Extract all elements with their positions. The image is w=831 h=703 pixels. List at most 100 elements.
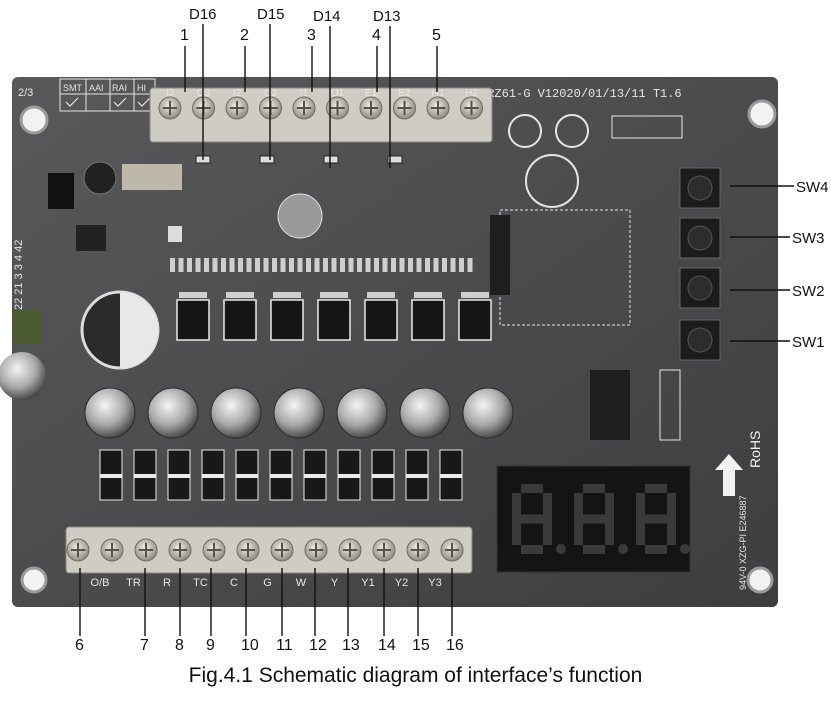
- bottom-terminal-label: W: [296, 577, 307, 589]
- seven-segment-display: [496, 465, 691, 573]
- label-bottom-7: 7: [140, 637, 149, 654]
- electrolytic-capacitor: [462, 387, 514, 439]
- optocoupler: [223, 299, 257, 341]
- top-terminal-label: I3: [166, 88, 175, 99]
- label-bottom-11: 11: [276, 637, 293, 654]
- seven-segment-digit: [574, 484, 628, 554]
- top-terminal-label: H1: [432, 88, 445, 99]
- label-bottom-13: 13: [342, 637, 360, 654]
- bottom-terminal-screw: [372, 538, 396, 562]
- rohs-mark: RoHS 94V-0 XZG-PI E246887: [715, 431, 763, 590]
- top-terminal-screw: [225, 96, 249, 120]
- mounting-holes: [19, 99, 777, 594]
- bottom-terminal-label: TC: [193, 577, 208, 589]
- label-top-4: 4: [372, 27, 381, 44]
- top-terminal-screw: [460, 96, 483, 120]
- figure-caption: Fig.4.1 Schematic diagram of interface’s…: [188, 664, 643, 687]
- bottom-terminal-label: G: [263, 577, 272, 589]
- bottom-terminal-screw: [270, 538, 294, 562]
- optocoupler: [411, 299, 445, 341]
- led-marker: [387, 155, 403, 164]
- optocoupler: [364, 299, 398, 341]
- bottom-terminal-label: C: [230, 577, 238, 589]
- seven-segment-digit: [636, 484, 690, 554]
- label-bottom-12: 12: [309, 637, 327, 654]
- right-components: [490, 209, 681, 441]
- electrolytic-capacitor: [336, 387, 388, 439]
- top-terminal-label: O1: [331, 88, 345, 99]
- diode-row: [99, 449, 463, 501]
- bottom-terminal-label: Y3: [428, 577, 441, 589]
- top-terminal-screw: [292, 96, 316, 120]
- top-terminal-label: I2: [233, 88, 242, 99]
- bottom-terminal-screw: [338, 538, 362, 562]
- led-marker: [259, 155, 275, 164]
- bottom-terminal-label: Y1: [361, 577, 374, 589]
- model-text: GRZ61-G V12020/01/13/11 T1.6: [480, 87, 682, 101]
- label-bottom-9: 9: [206, 637, 215, 654]
- top-terminal-label: O2: [264, 88, 278, 99]
- label-d14: D14: [313, 8, 341, 25]
- top-terminal-screw: [326, 96, 349, 120]
- label-top-5: 5: [432, 27, 441, 44]
- electrolytic-capacitor: [399, 387, 451, 439]
- optocoupler: [176, 299, 210, 341]
- svg-text:HI: HI: [137, 83, 146, 93]
- bottom-terminal-screw: [236, 538, 260, 562]
- top-terminal-label: E2: [398, 88, 411, 99]
- label-sw1: SW1: [792, 334, 825, 351]
- label-top-3: 3: [307, 27, 316, 44]
- bottom-terminal-screw: [202, 538, 226, 562]
- top-terminal-screw: [393, 96, 416, 120]
- optocoupler: [270, 299, 304, 341]
- svg-text:AAI: AAI: [89, 83, 104, 93]
- led-marker: [323, 155, 339, 164]
- seven-segment-digit: [512, 484, 566, 554]
- bottom-terminal-screw: [134, 538, 158, 562]
- push-buttons: [679, 167, 721, 361]
- bottom-terminal-label: Y: [331, 577, 339, 589]
- bottom-terminal-label: R: [163, 577, 171, 589]
- capacitor-row: [84, 387, 514, 439]
- svg-text:SMT: SMT: [63, 83, 83, 93]
- label-bottom-10: 10: [241, 637, 259, 654]
- svg-text:RoHS: RoHS: [747, 431, 763, 468]
- top-terminal-label: I1: [300, 88, 309, 99]
- bottom-terminal-screw: [406, 538, 430, 562]
- page-marker: 2/3: [18, 87, 33, 99]
- bottom-terminal-label: Y2: [395, 577, 408, 589]
- label-sw4: SW4: [796, 179, 829, 196]
- label-bottom-16: 16: [446, 637, 464, 654]
- side-code: 22 21 3 3 4 42: [13, 240, 25, 310]
- label-bottom-15: 15: [412, 637, 430, 654]
- top-terminal-screw: [158, 96, 182, 120]
- svg-text:94V-0 XZG-PI E246887: 94V-0 XZG-PI E246887: [738, 495, 748, 590]
- bottom-terminal-screw: [100, 538, 124, 562]
- label-bottom-6: 6: [75, 637, 84, 654]
- bottom-terminal-screw: [440, 538, 464, 562]
- optocoupler: [458, 299, 492, 341]
- top-terminal-label: H2: [465, 88, 478, 99]
- label-sw2: SW2: [792, 283, 825, 300]
- top-terminal-screw: [359, 96, 383, 120]
- label-top-1: 1: [180, 27, 189, 44]
- electrolytic-capacitor: [273, 387, 325, 439]
- optocoupler-row: [170, 258, 492, 341]
- bottom-terminal-label: TR: [126, 577, 141, 589]
- bottom-terminal-screw: [304, 538, 328, 562]
- optocoupler: [317, 299, 351, 341]
- electrolytic-capacitor: [210, 387, 262, 439]
- label-d16: D16: [189, 6, 217, 23]
- left-components: [0, 114, 683, 400]
- svg-text:RAI: RAI: [112, 83, 127, 93]
- electrolytic-capacitor: [84, 387, 136, 439]
- label-bottom-14: 14: [378, 637, 396, 654]
- top-terminal-label: O3: [197, 88, 211, 99]
- label-bottom-8: 8: [175, 637, 184, 654]
- bottom-terminal-screw: [168, 538, 192, 562]
- label-d13: D13: [373, 8, 401, 25]
- bottom-terminal-screw: [66, 538, 90, 562]
